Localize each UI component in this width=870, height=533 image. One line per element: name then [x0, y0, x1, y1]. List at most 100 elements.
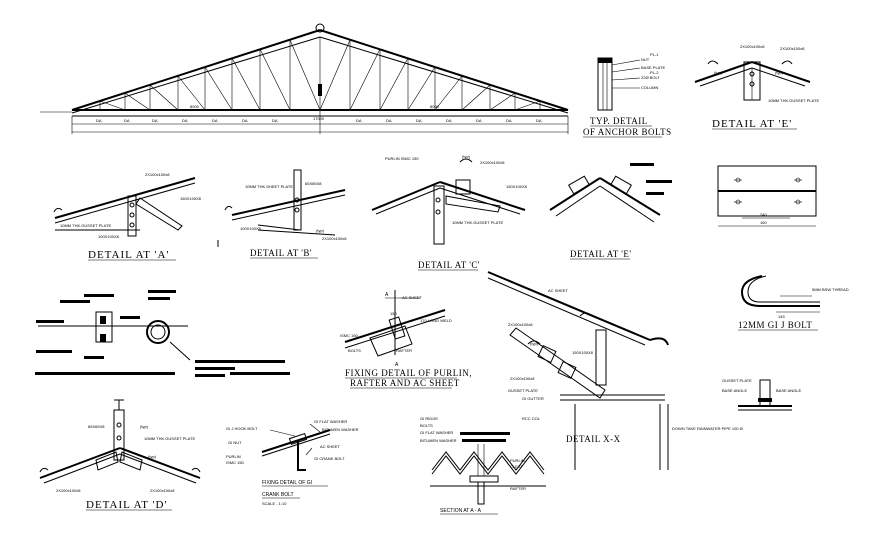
e-typ-label-2: (typ) — [775, 70, 784, 75]
detail-e-top-caption: DETAIL AT 'E' — [712, 118, 792, 130]
svg-text:DA: DA — [152, 118, 158, 123]
pl2-label: PL-2 — [650, 70, 659, 75]
xx-ac-sheet-label: AC SHEET — [548, 288, 569, 293]
svg-text:DA: DA — [416, 118, 422, 123]
j-bolt-detail: 145 5MM BSW THREAD 12MM GI J BOLT — [738, 275, 849, 331]
d-gusset-label: 10MM THK.GUSSET PLATE — [144, 436, 195, 441]
a-angle-2-label: 150X100X8 — [180, 196, 202, 201]
a-gusset-label: 10MM THK.GUSSET PLATE — [60, 223, 111, 228]
c-gusset-label: 10MM THK.GUSSET PLATE — [452, 220, 503, 225]
xx-downtake-label: DOWN TAKE RAINWATER PIPE 100 Ø — [672, 426, 743, 431]
bolt-22-label: 22Ø BOLT — [641, 75, 660, 80]
base-angle-label-1: BASE ANGLE — [722, 388, 747, 393]
d-angle-1-label: 65X65X8 — [88, 424, 105, 429]
detail-d-caption: DETAIL AT 'D' — [86, 499, 167, 511]
purlin-dim-label: 150 — [390, 311, 397, 316]
crank-ac-sheet-label: AC SHEET — [320, 444, 341, 449]
section-mark-a-top: A — [385, 292, 389, 298]
bolts-label: BOLTS — [348, 348, 361, 353]
crank-caption-1: FIXING DETAIL OF GI — [262, 480, 312, 486]
aa-bitumen-label: BITUMEN WASHER — [420, 438, 457, 443]
a-angle-3-label: 100X100X8 — [98, 234, 120, 239]
purlin-fixing-detail: A A AC SHEET 150 170 LONG WELD ISMC 150 … — [340, 290, 472, 389]
b-angle-3-label: 2X100x100x8 — [322, 236, 347, 241]
detail-x-x: AC SHEET 2X100x100x8 150X100X8 2X100x100… — [487, 271, 743, 470]
d-angle-2-label: 2X100x100x8 — [56, 488, 81, 493]
svg-text:DA: DA — [446, 118, 452, 123]
b-angle-2-label: 100X100X8 — [240, 226, 262, 231]
crank-ismc-label: ISMC 150 — [226, 460, 245, 465]
svg-text:DA: DA — [124, 118, 130, 123]
weld-label: 170 LONG WELD — [420, 318, 452, 323]
d-typ-label-2: (typ) — [148, 454, 157, 459]
svg-text:DA: DA — [182, 118, 188, 123]
base-gusset-label: GUSSET PLATE — [722, 378, 752, 383]
base-angle-detail: GUSSET PLATE BASE ANGLE BASE ANGLE — [722, 378, 801, 411]
aa-bolts-label: BOLTS — [420, 423, 433, 428]
detail-xx-caption: DETAIL X-X — [566, 434, 621, 444]
plate-dim-160: 160 — [760, 220, 767, 225]
plate-dim-240: 240 — [760, 212, 767, 217]
span-left-dim: 8000 — [190, 104, 200, 109]
detail-a-caption: DETAIL AT 'A' — [88, 249, 169, 261]
nut-label: NUT — [641, 57, 650, 62]
fixing-caption-1: FIXING DETAIL OF PURLIN, — [345, 368, 472, 378]
crank-bolt-detail: GI FLAT WASHER BITUMEN WASHER GI J HOOK … — [226, 419, 359, 506]
plate-detail: 240 160 — [717, 165, 817, 227]
crank-jbolt-label: GI J HOOK BOLT — [226, 426, 258, 431]
crank-bolt-label: GI CRANK BOLT — [314, 456, 345, 461]
xx-gusset-label: GUSSET PLATE — [508, 388, 538, 393]
section-aa-caption: SECTION AT A - A — [440, 508, 482, 514]
e-gusset-label: 10MM THK.GUSSET PLATE — [768, 98, 819, 103]
svg-text:DA: DA — [356, 118, 362, 123]
detail-b-caption: DETAIL AT 'B' — [250, 248, 312, 258]
detail-d: 65X65X8 10MM THK.GUSSET PLATE (typ) (typ… — [39, 399, 201, 511]
aa-rafter-label: RAFTER — [510, 486, 526, 491]
d-angle-3-label: 2X100x100x8 — [150, 488, 175, 493]
c-angle-2-label: 150X100X8 — [506, 184, 528, 189]
detail-e-mid-caption: DETAIL AT 'E' — [570, 249, 632, 259]
aa-ridge-label: GI RIDGE — [420, 416, 438, 421]
xx-angle-label: 2X100x100x8 — [508, 322, 533, 327]
aa-cleat-label: CLEAT — [510, 464, 523, 469]
e-typ-label: (typ) — [714, 70, 723, 75]
svg-text:DA: DA — [506, 118, 512, 123]
jbolt-dim-label: 145 — [778, 314, 785, 319]
crank-scale-label: SCALE - 1:10 — [262, 501, 287, 506]
crank-washer-label: GI FLAT WASHER — [314, 419, 347, 424]
b-angle-1-label: 65X65X8 — [305, 181, 322, 186]
c-angle-1-label: 2X100x100x8 — [480, 160, 505, 165]
crank-bitumen-label: BITUMEN WASHER — [322, 427, 359, 432]
purlin-clamp-section — [35, 290, 290, 377]
ismc-label: ISMC 150 — [340, 333, 359, 338]
jbolt-caption: 12MM GI J BOLT — [738, 320, 812, 330]
anchor-caption-2: OF ANCHOR BOLTS — [583, 127, 672, 137]
anchor-bolt-detail: NUT BASE PLATE 22Ø BOLT COLUMN PL-1 PL-2… — [583, 52, 672, 138]
fixing-caption-2: RAFTER AND AC SHEET — [350, 378, 460, 388]
detail-c: PURLIN ISMC 150 2X100x100x8 150X100X8 10… — [371, 154, 528, 271]
span-total-dim: 17000 — [313, 116, 325, 121]
base-plate-label: BASE PLATE — [641, 65, 665, 70]
c-purlin-label: PURLIN ISMC 150 — [385, 156, 419, 161]
purlin-ac-sheet-label: AC SHEET — [402, 295, 423, 300]
aa-purlin-label: PURLIN — [510, 458, 525, 463]
b-gusset-label: 10MM THK.SHEET PLATE — [245, 184, 293, 189]
d-typ-label-1: (typ) — [140, 424, 149, 429]
pl1-label: PL-1 — [650, 52, 659, 57]
xx-typ-label: (typ) — [530, 341, 539, 346]
svg-text:DA: DA — [536, 118, 542, 123]
span-right-dim: 8000 — [430, 104, 440, 109]
a-angle-1-label: 2X100x100x8 — [145, 172, 170, 177]
detail-c-caption: DETAIL AT 'C' — [418, 260, 480, 270]
xx-angle-3-label: 2X100x100x8 — [510, 376, 535, 381]
svg-text:DA: DA — [386, 118, 392, 123]
detail-a: 2X100x100x8 150X100X8 10MM THK.GUSSET PL… — [53, 172, 202, 261]
b-typ-label: (typ) — [316, 228, 325, 233]
crank-purlin-label: PURLIN — [226, 454, 241, 459]
e-angle-2-label: 2X100x100x8 — [780, 46, 805, 51]
svg-text:DA: DA — [212, 118, 218, 123]
xx-angle-2-label: 150X100X8 — [572, 350, 594, 355]
crank-nut-label: GI NUT — [228, 440, 242, 445]
